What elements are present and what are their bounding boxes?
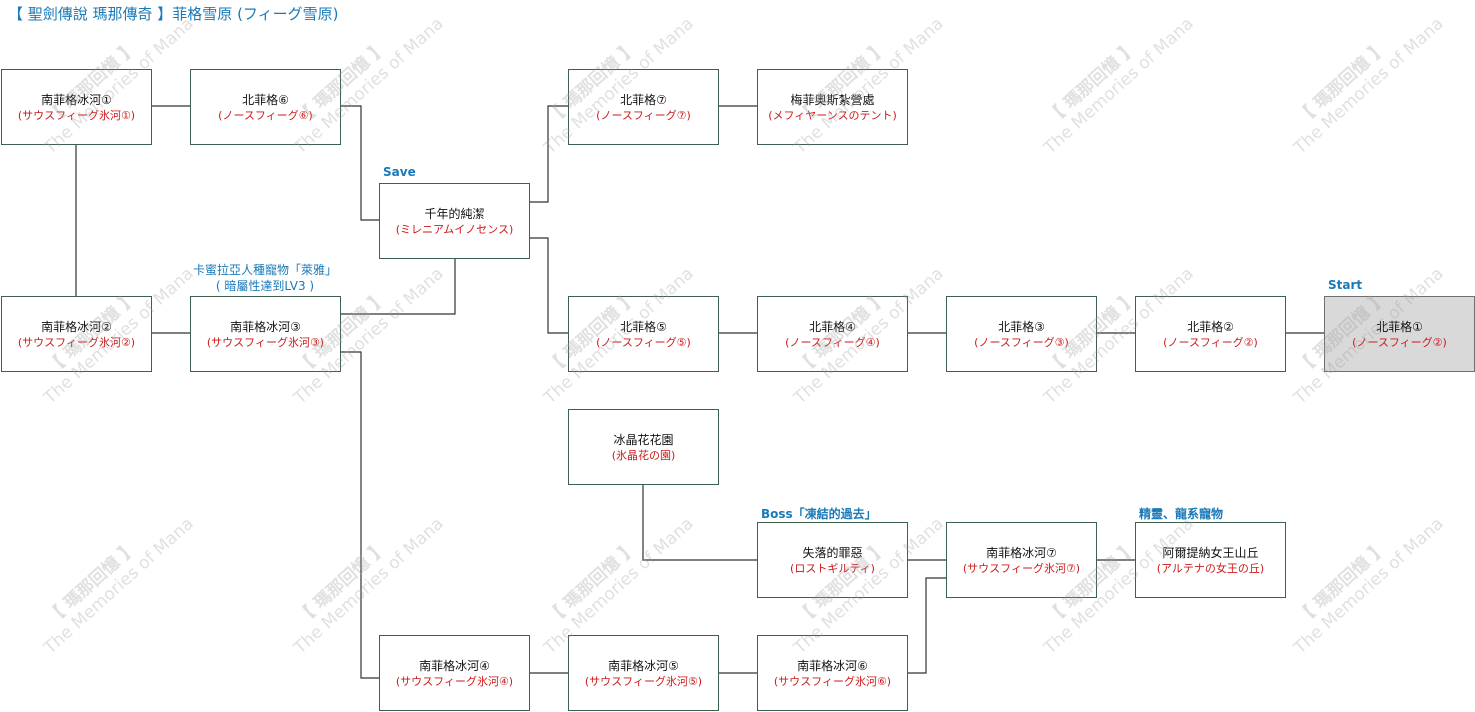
save-label: Save <box>383 165 416 179</box>
node-jp-name: (メフィヤーンスのテント) <box>768 108 897 122</box>
connector-millennium-north5 <box>529 237 568 334</box>
node-jp-name: (ノースフィーグ⑤) <box>596 335 691 349</box>
node-jp-name: (サウスフィーグ氷河①) <box>17 108 136 122</box>
connector-millennium-north7 <box>529 105 568 203</box>
connector-icegarden-lostguilty <box>642 485 757 561</box>
node-jp-name: (ノースフィーグ③) <box>974 335 1069 349</box>
node-name: 阿爾提納女王山丘 <box>1162 545 1259 560</box>
node-tent: 梅菲奧斯紮營處 (メフィヤーンスのテント) <box>757 69 908 145</box>
pet-note-line1: 卡蜜拉亞人種寵物「萊雅」 <box>193 263 338 277</box>
node-name: 千年的純潔 <box>424 206 485 221</box>
pet-note: 卡蜜拉亞人種寵物「萊雅」 ( 暗屬性達到LV3 ) <box>193 262 337 294</box>
node-north1-start: 北菲格① (ノースフィーグ②) <box>1324 296 1475 372</box>
start-label: Start <box>1328 278 1363 292</box>
node-name: 北菲格② <box>1187 319 1234 334</box>
node-south2: 南菲格冰河② (サウスフィーグ氷河②) <box>1 296 152 372</box>
node-jp-name: (ノースフィーグ②) <box>1163 335 1258 349</box>
connector-north6-millennium <box>341 105 379 221</box>
node-lostguilty: 失落的罪惡 (ロストギルティ) <box>757 522 908 598</box>
node-jp-name: (アルテナの女王の丘) <box>1156 561 1265 575</box>
pet-note-line2: ( 暗屬性達到LV3 ) <box>215 279 315 293</box>
node-jp-name: (サウスフィーグ氷河④) <box>395 674 514 688</box>
node-north3: 北菲格③ (ノースフィーグ③) <box>946 296 1097 372</box>
node-jp-name: (サウスフィーグ氷河⑥) <box>773 674 892 688</box>
node-north6: 北菲格⑥ (ノースフィーグ⑥) <box>190 69 341 145</box>
node-jp-name: (ノースフィーグ④) <box>785 335 880 349</box>
node-south5: 南菲格冰河⑤ (サウスフィーグ氷河⑤) <box>568 635 719 711</box>
node-name: 失落的罪惡 <box>802 545 863 560</box>
node-jp-name: (サウスフィーグ氷河⑦) <box>962 561 1081 575</box>
node-jp-name: (サウスフィーグ氷河⑤) <box>584 674 703 688</box>
node-name: 北菲格⑥ <box>242 92 289 107</box>
node-name: 南菲格冰河② <box>41 319 112 334</box>
node-name: 北菲格① <box>1376 319 1423 334</box>
node-name: 冰晶花花園 <box>613 432 674 447</box>
node-jp-name: (ロストギルティ) <box>790 561 875 575</box>
node-name: 南菲格冰河③ <box>230 319 301 334</box>
node-millennium: 千年的純潔 (ミレニアムイノセンス) <box>379 183 530 259</box>
node-name: 梅菲奧斯紮營處 <box>790 92 875 107</box>
node-name: 北菲格③ <box>998 319 1045 334</box>
node-icegarden: 冰晶花花園 (氷晶花の園) <box>568 409 719 485</box>
node-jp-name: (サウスフィーグ氷河②) <box>17 335 136 349</box>
node-north4: 北菲格④ (ノースフィーグ④) <box>757 296 908 372</box>
node-name: 南菲格冰河① <box>41 92 112 107</box>
node-north5: 北菲格⑤ (ノースフィーグ⑤) <box>568 296 719 372</box>
node-jp-name: (ノースフィーグ②) <box>1352 335 1447 349</box>
node-name: 北菲格④ <box>809 319 856 334</box>
node-south1: 南菲格冰河① (サウスフィーグ氷河①) <box>1 69 152 145</box>
node-south4: 南菲格冰河④ (サウスフィーグ氷河④) <box>379 635 530 711</box>
node-jp-name: (ミレニアムイノセンス) <box>395 222 514 236</box>
node-jp-name: (ノースフィーグ⑥) <box>218 108 313 122</box>
node-name: 南菲格冰河⑥ <box>797 658 868 673</box>
node-altena: 阿爾提納女王山丘 (アルテナの女王の丘) <box>1135 522 1286 598</box>
connector-south3-south4 <box>341 351 379 679</box>
connector-south6-south7 <box>907 577 946 674</box>
connector-millennium-south3 <box>341 258 456 315</box>
node-jp-name: (ノースフィーグ⑦) <box>596 108 691 122</box>
node-south7: 南菲格冰河⑦ (サウスフィーグ氷河⑦) <box>946 522 1097 598</box>
node-name: 南菲格冰河⑤ <box>608 658 679 673</box>
node-north2: 北菲格② (ノースフィーグ②) <box>1135 296 1286 372</box>
boss-label: Boss「凍結的過去」 <box>761 507 877 521</box>
node-name: 北菲格⑦ <box>620 92 667 107</box>
spirit-pet-label: 精靈、龍系寵物 <box>1139 507 1224 521</box>
node-jp-name: (氷晶花の園) <box>611 448 676 462</box>
node-name: 北菲格⑤ <box>620 319 667 334</box>
node-name: 南菲格冰河⑦ <box>986 545 1057 560</box>
node-south3: 南菲格冰河③ (サウスフィーグ氷河③) <box>190 296 341 372</box>
page-title: 【 聖劍傳說 瑪那傳奇 】菲格雪原 (フィーグ雪原) <box>8 5 339 23</box>
node-jp-name: (サウスフィーグ氷河③) <box>206 335 325 349</box>
node-north7: 北菲格⑦ (ノースフィーグ⑦) <box>568 69 719 145</box>
node-name: 南菲格冰河④ <box>419 658 490 673</box>
node-south6: 南菲格冰河⑥ (サウスフィーグ氷河⑥) <box>757 635 908 711</box>
